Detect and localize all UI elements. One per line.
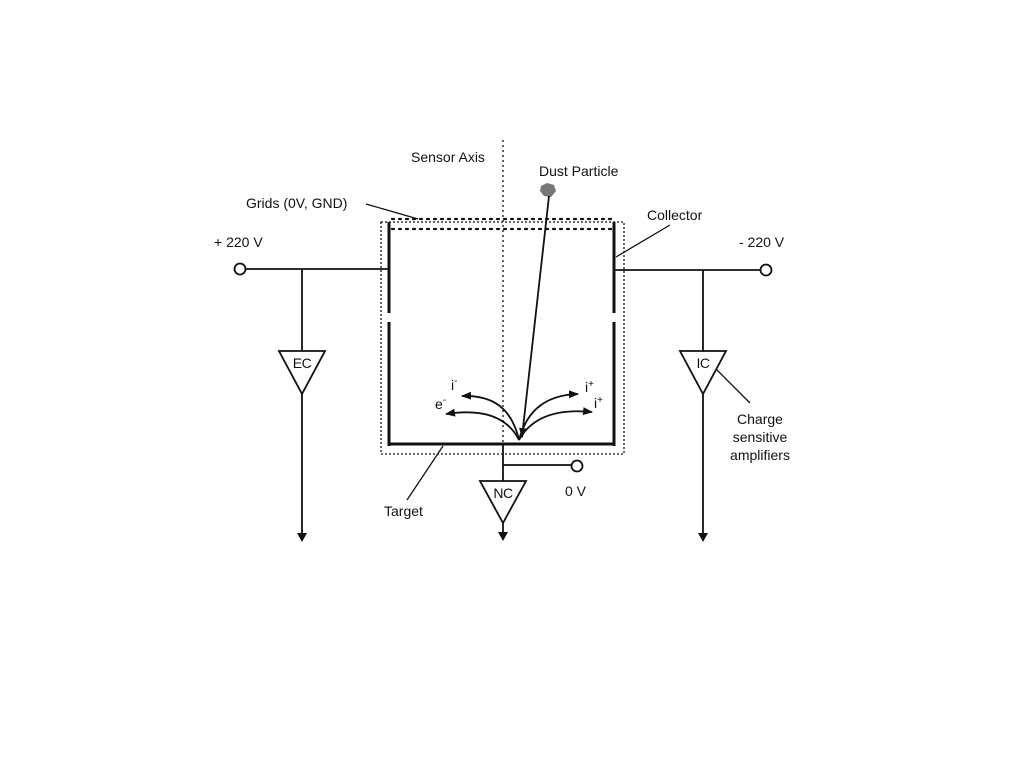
plus-220v-terminal	[233, 262, 247, 276]
ion-positive-lower-base: i	[594, 395, 597, 411]
grids-label: Grids (0V, GND)	[246, 195, 347, 211]
ion-positive-upper-arrow	[518, 390, 579, 441]
electron-label: e-	[435, 395, 446, 412]
minus-voltage-label: - 220 V	[739, 234, 785, 250]
ion-negative-label: i-	[451, 376, 457, 393]
ec-amplifier-label: EC	[293, 355, 312, 371]
nc-output-arrow	[498, 532, 508, 541]
electron-arrow	[445, 408, 520, 441]
grids-leader-line	[365, 203, 419, 220]
ic-amplifier	[678, 350, 728, 396]
ion-positive-upper-base: i	[585, 379, 588, 395]
charge-amplifier-label-line1: Charge	[737, 411, 783, 427]
dust-trajectory-arrow	[519, 195, 550, 438]
collector-leader-line	[615, 224, 671, 258]
electron-base: e	[435, 396, 443, 412]
charge-amplifier-label-line3: amplifiers	[730, 447, 790, 463]
ion-positive-lower-arrow	[518, 407, 593, 441]
ic-amplifier-label: IC	[697, 355, 710, 371]
minus-220v-terminal	[759, 263, 773, 277]
ec-output-arrow	[297, 533, 307, 542]
amplifier-leader-line	[716, 369, 751, 404]
zero-voltage-label: 0 V	[565, 483, 587, 499]
ion-negative-arrow	[461, 391, 520, 441]
dust-particle	[540, 183, 556, 197]
charge-amplifier-label-line2: sensitive	[733, 429, 788, 445]
nc-amplifier	[478, 480, 528, 525]
ion-positive-lower-label: i+	[594, 395, 603, 411]
ion-positive-upper-sup: +	[588, 379, 594, 390]
sensor-axis-label: Sensor Axis	[411, 149, 485, 165]
ion-negative-base: i	[451, 377, 454, 393]
ec-amplifier	[277, 350, 327, 396]
target-leader-line	[406, 445, 444, 501]
collector-label: Collector	[647, 207, 703, 223]
plus-voltage-label: + 220 V	[214, 234, 263, 250]
target-label: Target	[384, 503, 423, 519]
ion-negative-sup: -	[454, 376, 457, 387]
electron-sup: -	[443, 395, 446, 406]
ion-positive-upper-label: i+	[585, 379, 594, 395]
dust-particle-label: Dust Particle	[539, 163, 619, 179]
ion-positive-lower-sup: +	[597, 395, 603, 406]
zero-volt-terminal	[570, 459, 584, 473]
nc-amplifier-label: NC	[493, 485, 513, 501]
ic-output-arrow	[698, 533, 708, 542]
